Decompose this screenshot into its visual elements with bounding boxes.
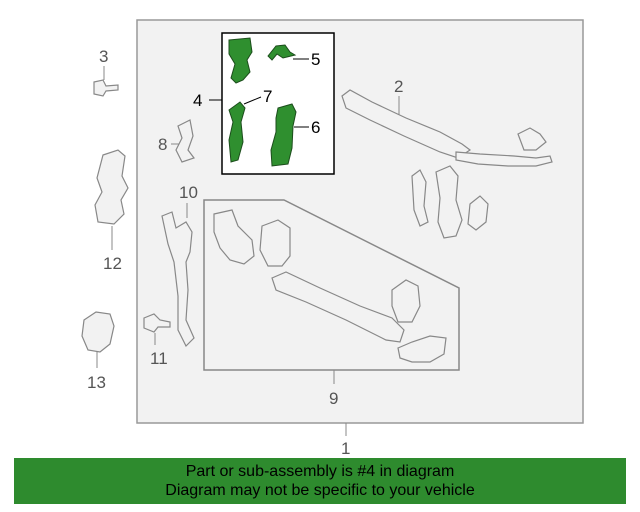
banner-line-1: Part or sub-assembly is #4 in diagram — [185, 463, 455, 480]
callout-12-label: 12 — [103, 254, 122, 273]
part-9-right-bracket[interactable] — [391, 279, 421, 323]
part-2-upper-support[interactable] — [341, 89, 472, 159]
banner-line-2: Diagram may not be specific to your vehi… — [165, 482, 475, 499]
part-2-upper-support-extension[interactable] — [455, 151, 553, 167]
part-6-bracket[interactable] — [270, 103, 297, 167]
callout-7-label: 7 — [263, 87, 272, 106]
callout-13-label: 13 — [87, 373, 106, 392]
part-5-clip[interactable] — [267, 44, 297, 61]
callout-9-label: 9 — [329, 389, 338, 408]
info-banner: Part or sub-assembly is #4 in diagram Di… — [14, 458, 626, 504]
part-2-bracket[interactable] — [517, 127, 547, 151]
part-8-bracket[interactable] — [175, 119, 195, 163]
part-2-side-bracket-center[interactable] — [435, 165, 463, 239]
part-9-lower-crossmember[interactable] — [271, 271, 405, 343]
assembly-frame — [136, 19, 584, 424]
callout-4-label: 4 — [193, 91, 202, 110]
subassembly-9-frame — [203, 199, 460, 371]
part-11-bolt[interactable] — [143, 313, 171, 333]
callout-1-label: 1 — [341, 439, 350, 458]
callout-10-label: 10 — [179, 183, 198, 202]
callout-3-label: 3 — [99, 47, 108, 66]
callout-11-label: 11 — [150, 349, 168, 368]
part-2-side-bracket-left[interactable] — [411, 169, 429, 227]
callout-5-label: 5 — [311, 50, 320, 69]
part-13-sensor[interactable] — [81, 311, 115, 353]
callout-2-label: 2 — [394, 77, 403, 96]
part-2-side-bracket-right[interactable] — [467, 195, 489, 231]
part-9-left-bracket[interactable] — [213, 209, 255, 265]
part-9-center-bracket[interactable] — [259, 219, 291, 267]
callout-8-label: 8 — [158, 135, 167, 154]
part-7-bracket[interactable] — [228, 101, 246, 163]
part-10-side-support[interactable] — [161, 211, 195, 348]
part-4-bracket-upper[interactable] — [228, 37, 253, 84]
callout-7-leader — [243, 96, 262, 105]
part-3-bolt[interactable] — [93, 79, 119, 97]
part-12-panel[interactable] — [94, 149, 129, 225]
part-9-lower-right-plate[interactable] — [397, 335, 447, 363]
callout-6-label: 6 — [311, 118, 320, 137]
